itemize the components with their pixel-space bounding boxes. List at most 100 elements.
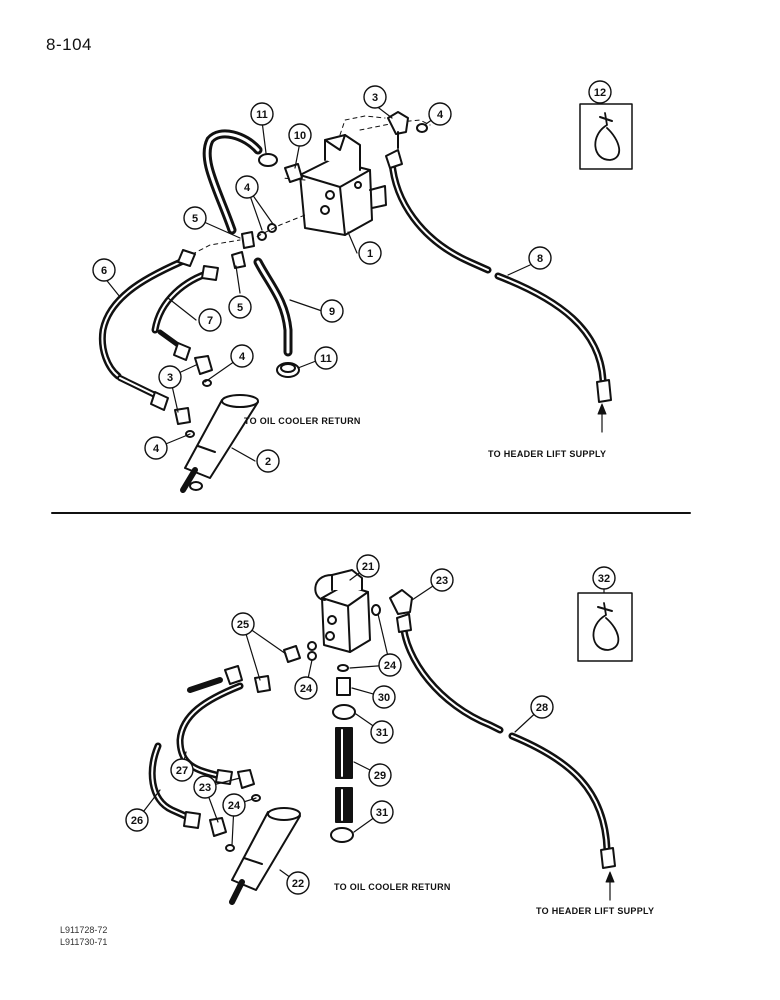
callout-number: 4 (244, 182, 251, 194)
callout-circle (228, 295, 252, 319)
lower-callout-23: 23 (193, 775, 217, 799)
callout-number: 26 (131, 815, 143, 827)
lower-callout-26: 26 (125, 808, 149, 832)
callout-number: 4 (239, 351, 246, 363)
lower-header-lift-label: TO HEADER LIFT SUPPLY (536, 906, 654, 916)
callout-circle (430, 568, 454, 592)
upper-callout-5: 5 (183, 206, 207, 230)
upper-header-lift-label: TO HEADER LIFT SUPPLY (488, 449, 606, 459)
callout-circle (320, 299, 344, 323)
upper-callout-3: 3 (363, 85, 387, 109)
upper-callout-10: 10 (288, 123, 312, 147)
callout-number: 1 (367, 248, 373, 260)
callout-circle (288, 123, 312, 147)
upper-callout-3: 3 (158, 365, 182, 389)
lower-callout-28: 28 (530, 695, 554, 719)
callout-number: 3 (372, 92, 378, 104)
lower-callout-21: 21 (356, 554, 380, 578)
callout-circle (250, 102, 274, 126)
lower-callout-31: 31 (370, 800, 394, 824)
upper-callout-4: 4 (428, 102, 452, 126)
callout-number: 32 (598, 573, 610, 585)
callout-number: 31 (376, 727, 388, 739)
callout-number: 22 (292, 878, 304, 890)
lower-callout-23: 23 (430, 568, 454, 592)
upper-oil-cooler-label: TO OIL COOLER RETURN (244, 416, 361, 426)
lower-oil-cooler-label: TO OIL COOLER RETURN (334, 882, 451, 892)
callout-number: 8 (537, 253, 543, 265)
callout-number: 23 (436, 575, 448, 587)
upper-callout-4: 4 (230, 344, 254, 368)
callout-circle (231, 612, 255, 636)
callout-circle (294, 676, 318, 700)
callout-number: 30 (378, 692, 390, 704)
callout-number: 11 (256, 109, 268, 121)
callout-circle (125, 808, 149, 832)
lower-callout-24: 24 (222, 793, 246, 817)
callout-circle (230, 344, 254, 368)
callout-circle (198, 308, 222, 332)
callout-number: 28 (536, 702, 548, 714)
callout-circle (256, 449, 280, 473)
callout-number: 2 (265, 456, 271, 468)
callout-circle (378, 653, 402, 677)
callout-circle (428, 102, 452, 126)
upper-callout-7: 7 (198, 308, 222, 332)
lower-callout-25: 25 (231, 612, 255, 636)
ref-code: L911730-71 (60, 937, 108, 947)
upper-figure (98, 99, 633, 493)
reference-codes: L911728-72 L911730-71 (60, 924, 107, 948)
callout-number: 6 (101, 265, 107, 277)
upper-callout-2: 2 (256, 449, 280, 473)
callout-number: 11 (320, 353, 332, 365)
callout-number: 21 (362, 561, 374, 573)
callout-circle (528, 246, 552, 270)
callout-number: 4 (437, 109, 444, 121)
lower-callout-30: 30 (372, 685, 396, 709)
lower-lift-cylinder (229, 807, 301, 905)
callout-number: 31 (376, 807, 388, 819)
callout-circle (588, 80, 612, 104)
callout-number: 24 (300, 683, 313, 695)
callout-circle (183, 206, 207, 230)
lower-callout-31: 31 (370, 720, 394, 744)
lower-callout-24: 24 (378, 653, 402, 677)
lower-callout-27: 27 (170, 758, 194, 782)
callout-circle (222, 793, 246, 817)
ref-code: L911728-72 (60, 925, 108, 935)
callout-circle (286, 871, 310, 895)
upper-callout-9: 9 (320, 299, 344, 323)
callout-number: 9 (329, 306, 335, 318)
callout-number: 27 (176, 765, 188, 777)
upper-callout-4: 4 (235, 175, 259, 199)
page-number: 8-104 (46, 35, 92, 54)
callout-number: 5 (237, 302, 243, 314)
callout-number: 29 (374, 770, 386, 782)
upper-callout-6: 6 (92, 258, 116, 282)
lower-figure (136, 567, 633, 905)
upper-callout-11: 11 (314, 346, 338, 370)
callout-circle (356, 554, 380, 578)
upper-valve-body (299, 134, 387, 236)
callout-circle (530, 695, 554, 719)
callout-number: 4 (153, 443, 160, 455)
callout-circle (144, 436, 168, 460)
callout-circle (170, 758, 194, 782)
callout-circle (368, 763, 392, 787)
callout-number: 24 (384, 660, 397, 672)
callout-circle (363, 85, 387, 109)
lower-callout-29: 29 (368, 763, 392, 787)
callout-number: 7 (207, 315, 213, 327)
callout-circle (358, 241, 382, 265)
callout-circle (372, 685, 396, 709)
callout-circle (370, 800, 394, 824)
upper-callout-11: 11 (250, 102, 274, 126)
lower-callout-32: 32 (592, 566, 616, 590)
upper-callout-5: 5 (228, 295, 252, 319)
lower-callout-24: 24 (294, 676, 318, 700)
callout-number: 3 (167, 372, 173, 384)
callout-number: 5 (192, 213, 198, 225)
callout-number: 12 (594, 87, 606, 99)
lower-callout-22: 22 (286, 871, 310, 895)
